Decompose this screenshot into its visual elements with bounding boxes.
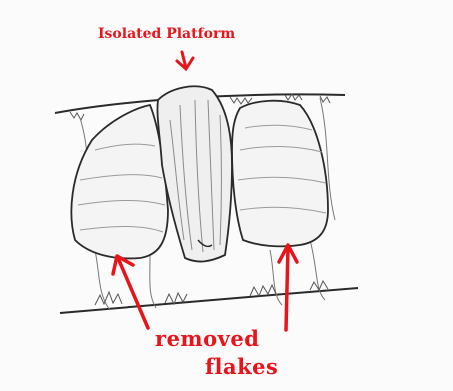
flakes-label: flakes	[205, 354, 278, 379]
left-flake-scar	[71, 105, 168, 258]
arrow-left	[113, 256, 148, 328]
right-flake-scar	[232, 101, 328, 247]
isolated-platform-label: Isolated Platform	[98, 26, 235, 42]
arrow-right	[279, 245, 297, 330]
removed-label: removed	[155, 326, 259, 351]
arrow-top	[177, 52, 193, 69]
